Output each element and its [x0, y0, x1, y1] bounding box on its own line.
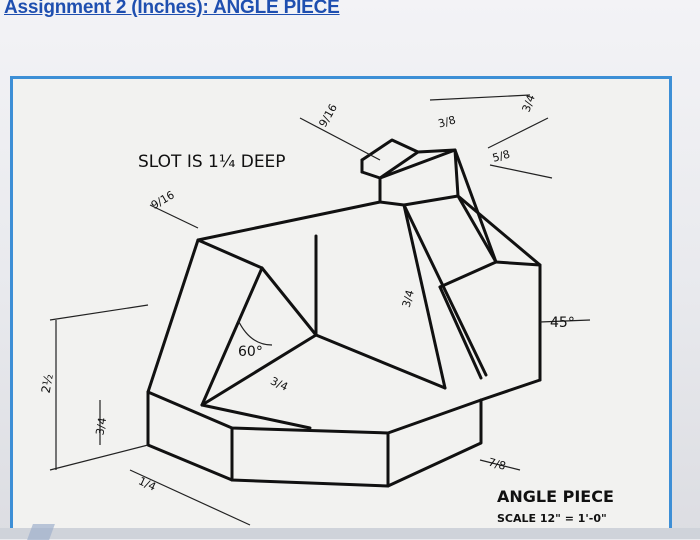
back-plate-right-edge — [416, 148, 457, 154]
base-bottom-outline — [146, 390, 483, 488]
dim-ext-left-top — [49, 304, 149, 321]
dim-two-and-half: 2½ — [39, 373, 56, 394]
window-bottom-bar — [0, 528, 700, 539]
back-plate-top-step — [360, 138, 420, 180]
back-plate-vertical — [453, 148, 498, 264]
back-plate-chamfer — [456, 194, 498, 264]
slot-floor-back — [314, 333, 447, 390]
title-block-scale: SCALE 12" = 1'-0" — [497, 512, 607, 525]
dim-line-45 — [539, 319, 591, 323]
dim-line-right-1 — [487, 117, 549, 149]
left-wedge-top-edge — [196, 200, 382, 242]
dim-line-nine-left — [149, 204, 199, 229]
dim-one-fourth-bottom: 1/4 — [136, 474, 158, 493]
slot-floor-front-right — [200, 403, 312, 430]
left-wedge-outline — [146, 238, 264, 407]
dim-three-eighths: 3/8 — [437, 113, 457, 130]
right-wedge-back — [402, 203, 488, 377]
dim-line-top-left — [299, 117, 381, 161]
right-wedge-top — [402, 194, 460, 207]
dim-three-fourths-top-right: 3/4 — [520, 93, 538, 114]
dim-line-top-right — [429, 94, 531, 101]
dim-three-fourths-left: 3/4 — [93, 417, 109, 437]
base-right-edge — [479, 378, 542, 402]
dim-three-fourths-slot-floor: 3/4 — [268, 374, 290, 393]
dim-five-eighths-dia: 5/8 — [491, 148, 511, 165]
angle-60-label: 60° — [238, 344, 263, 360]
dim-nine-sixteenths-left: 9/16 — [149, 188, 177, 212]
back-plate-lower — [494, 260, 542, 267]
back-plate-outline — [378, 148, 542, 382]
dim-three-fourths-mid: 3/4 — [400, 288, 417, 308]
arc-60 — [237, 319, 273, 346]
dim-line-bottom — [129, 469, 251, 526]
angle-45-label: 45° — [550, 315, 575, 331]
slot-note: SLOT IS 1¼ DEEP — [138, 152, 286, 172]
drawing-frame — [10, 76, 672, 536]
document-title[interactable]: Assignment 2 (Inches): ANGLE PIECE — [4, 0, 340, 18]
left-wedge-inner — [260, 266, 318, 337]
dim-seven-eighths-bottom: 7/8 — [487, 456, 507, 473]
base-top-outline — [146, 390, 483, 435]
dim-line-7-8 — [479, 459, 521, 471]
dim-line-right-2 — [489, 164, 553, 179]
dim-nine-sixteenths-top: 9/16 — [316, 102, 340, 130]
back-plate-mid — [438, 260, 498, 289]
title-block-name: ANGLE PIECE — [497, 487, 614, 506]
slot-floor-front — [200, 333, 318, 407]
dim-ext-left-bottom — [49, 444, 149, 471]
back-plate-inner-vertical — [438, 285, 483, 380]
